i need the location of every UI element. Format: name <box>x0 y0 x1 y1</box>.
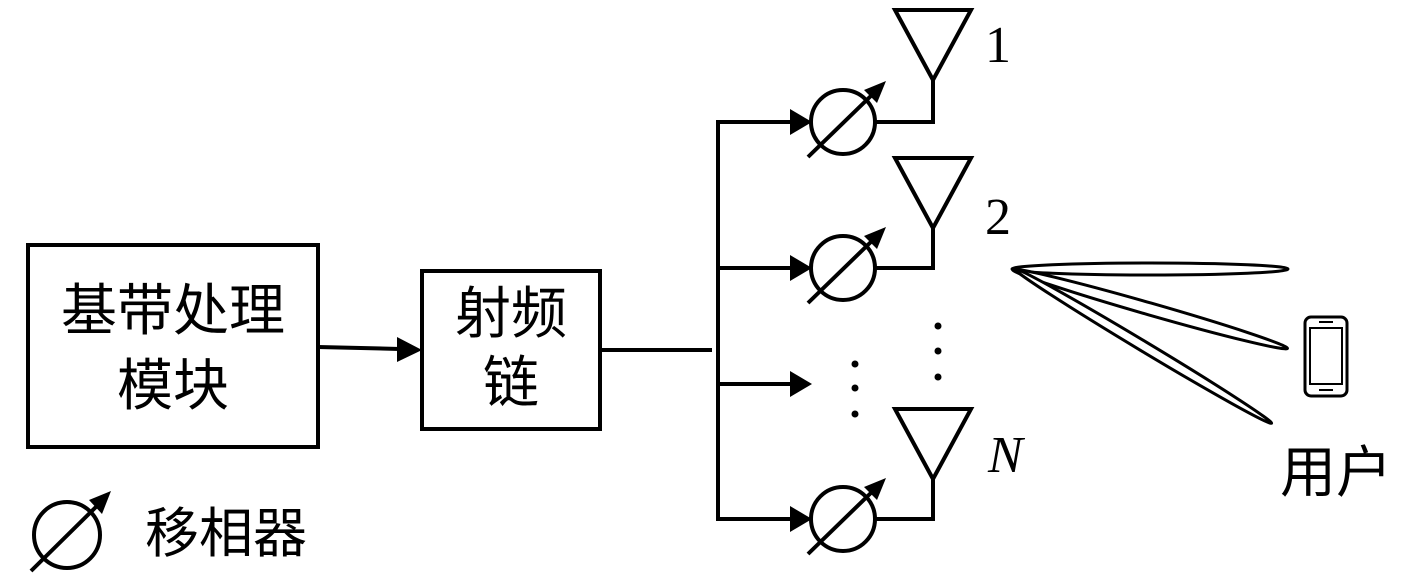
antenna-2 <box>891 156 975 233</box>
legend: 移相器 <box>29 491 307 573</box>
beam-pattern <box>1010 261 1290 425</box>
vertical-ellipsis-right <box>934 322 942 381</box>
branch-2-arrow <box>790 255 812 281</box>
branch-2: 2 <box>718 156 1011 305</box>
phone-icon <box>1303 315 1349 398</box>
baseband-to-rf-arrow <box>317 337 422 362</box>
branch-n: N <box>718 407 1026 556</box>
rf-chain-label-line2: 链 <box>483 351 539 416</box>
beam-lobe-3 <box>1012 267 1274 425</box>
antenna-2-label: 2 <box>985 189 1011 246</box>
beam-lobe-1 <box>1010 261 1290 277</box>
vertical-ellipsis-left <box>851 360 859 418</box>
user-label: 用户 <box>1280 441 1392 506</box>
antenna-n <box>891 407 975 484</box>
baseband-label-line1: 基带处理 <box>61 279 285 344</box>
rf-chain-label-line1: 射频 <box>455 282 567 347</box>
legend-phase-shifter-label: 移相器 <box>145 502 307 565</box>
antenna-1-label: 1 <box>985 17 1011 74</box>
branch-1-arrow <box>790 109 812 135</box>
baseband-block: 基带处理 模块 <box>26 243 320 449</box>
antenna-1 <box>891 8 975 85</box>
baseband-label-line2: 模块 <box>117 354 229 419</box>
branch-ellipsis <box>718 322 942 418</box>
rf-chain-block: 射频 链 <box>420 269 602 431</box>
branch-n-arrow <box>790 506 812 532</box>
branch-1: 1 <box>718 8 1011 159</box>
antenna-n-label: N <box>987 427 1026 484</box>
rf-output-wire <box>600 120 720 521</box>
beam-lobe-2 <box>1011 267 1289 351</box>
